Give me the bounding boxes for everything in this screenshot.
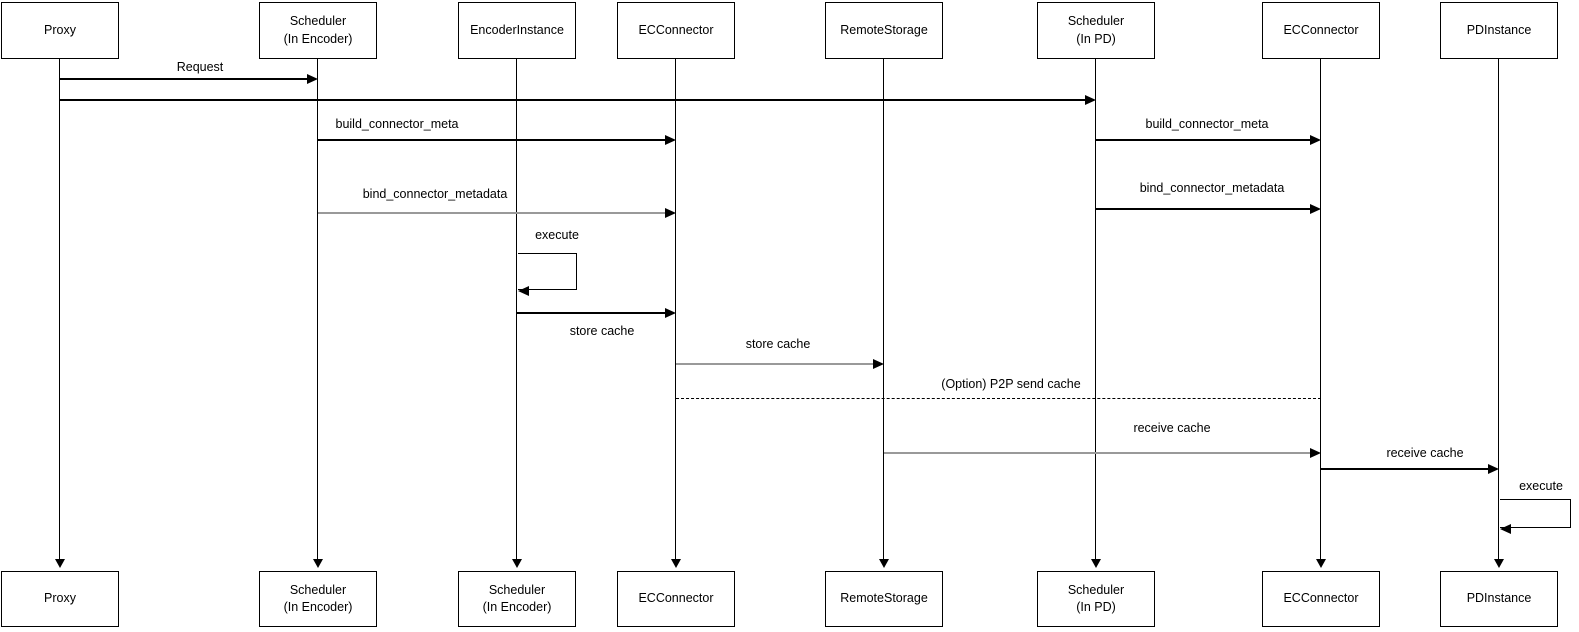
- message-line: [1096, 208, 1319, 210]
- message-label: Request: [176, 60, 224, 74]
- message-label: bind_connector_metadata: [362, 187, 508, 201]
- actor-bottom-remote-storage: RemoteStorage: [825, 571, 943, 627]
- lifeline-encoder-instance: [516, 59, 518, 560]
- message-label: receive cache: [1386, 446, 1464, 460]
- message-line: [318, 211, 674, 214]
- lifeline-end-arrowhead-icon: [1316, 559, 1326, 568]
- arrowhead-right-icon: [873, 359, 884, 369]
- arrowhead-right-icon: [1310, 448, 1321, 458]
- arrowhead-right-icon: [665, 135, 676, 145]
- lifeline-scheduler-pd: [1095, 59, 1097, 560]
- message-label: execute: [1519, 479, 1563, 493]
- actor-bottom-ec-connector-pd: ECConnector: [1262, 571, 1380, 627]
- message-line: [318, 139, 674, 141]
- message-label: execute: [535, 228, 579, 242]
- actor-top-ec-connector-pd: ECConnector: [1262, 2, 1380, 59]
- actor-top-ec-connector-enc: ECConnector: [617, 2, 735, 59]
- message-line: [60, 78, 316, 80]
- lifeline-end-arrowhead-icon: [512, 559, 522, 568]
- lifeline-end-arrowhead-icon: [1091, 559, 1101, 568]
- message-label: store cache: [569, 324, 635, 338]
- arrowhead-right-icon: [1488, 464, 1499, 474]
- lifeline-end-arrowhead-icon: [55, 559, 65, 568]
- actor-bottom-scheduler-encoder: Scheduler (In Encoder): [259, 571, 377, 627]
- message-line: [1321, 468, 1497, 470]
- message-line: [517, 312, 674, 314]
- self-call-loop: [1500, 499, 1571, 528]
- message-line: [60, 99, 1094, 101]
- lifeline-ec-connector-pd: [1320, 59, 1322, 560]
- actor-bottom-pd-instance: PDInstance: [1440, 571, 1558, 627]
- arrowhead-right-icon: [1310, 204, 1321, 214]
- self-call-loop: [518, 253, 577, 290]
- message-label: build_connector_meta: [1145, 117, 1269, 131]
- lifeline-end-arrowhead-icon: [671, 559, 681, 568]
- actor-bottom-encoder-instance: Scheduler (In Encoder): [458, 571, 576, 627]
- lifeline-end-arrowhead-icon: [313, 559, 323, 568]
- actor-bottom-proxy: Proxy: [1, 571, 119, 627]
- actor-bottom-ec-connector-enc: ECConnector: [617, 571, 735, 627]
- arrowhead-right-icon: [307, 74, 318, 84]
- arrowhead-right-icon: [1085, 95, 1096, 105]
- actor-top-scheduler-encoder: Scheduler (In Encoder): [259, 2, 377, 59]
- arrowhead-left-icon: [518, 286, 529, 296]
- arrowhead-right-icon: [665, 308, 676, 318]
- message-label: bind_connector_metadata: [1139, 181, 1285, 195]
- actor-top-pd-instance: PDInstance: [1440, 2, 1558, 59]
- lifeline-end-arrowhead-icon: [1494, 559, 1504, 568]
- lifeline-remote-storage: [883, 59, 885, 560]
- actor-top-remote-storage: RemoteStorage: [825, 2, 943, 59]
- actor-bottom-scheduler-pd: Scheduler (In PD): [1037, 571, 1155, 627]
- message-line: [1096, 139, 1319, 141]
- message-line: [884, 451, 1319, 454]
- lifeline-pd-instance: [1498, 59, 1500, 560]
- message-line-dashed: [676, 398, 1321, 399]
- actor-top-scheduler-pd: Scheduler (In PD): [1037, 2, 1155, 59]
- lifeline-proxy: [59, 59, 61, 560]
- message-label: receive cache: [1133, 421, 1211, 435]
- actor-top-proxy: Proxy: [1, 2, 119, 59]
- message-label: build_connector_meta: [335, 117, 459, 131]
- lifeline-scheduler-encoder: [317, 59, 319, 560]
- arrowhead-right-icon: [665, 208, 676, 218]
- arrowhead-left-icon: [1500, 524, 1511, 534]
- message-line: [676, 362, 882, 365]
- lifeline-end-arrowhead-icon: [879, 559, 889, 568]
- actor-top-encoder-instance: EncoderInstance: [458, 2, 576, 59]
- message-label: store cache: [745, 337, 811, 351]
- arrowhead-right-icon: [1310, 135, 1321, 145]
- message-label: (Option) P2P send cache: [941, 377, 1081, 391]
